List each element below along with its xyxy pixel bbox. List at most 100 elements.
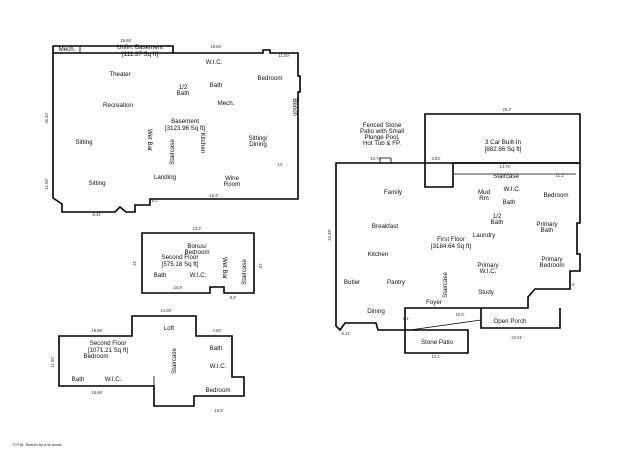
dimension-label: 8.1' [403,316,410,321]
floor-area-second: [1071.21 Sq ft] [88,347,129,354]
room-primary-wic-2: W.I.C. [480,268,497,275]
second-floor-plan: 14.09' 18.66' 7.65' 15.6' 18.66' 11.00' … [50,308,245,413]
dimension-label: 19' [258,263,263,269]
room-mech-top: Mech. [59,46,76,53]
floor-area-basement: [3123.96 Sq ft] [165,125,206,132]
room-stone-patio: Stone Patio [421,339,454,346]
room-bedroom-left: Bedroom [83,353,108,360]
label-wet-bar: Wet Bar [146,129,153,151]
basement-plan: 25.66' 18.66' 11.00' 36.34' 14' 8.41' 8.… [44,38,301,217]
room-recreation: Recreation [103,102,133,109]
note-patio-2: Patio with Small [360,128,404,135]
bonus-plan: 24.2' 24.8' 8.3' 21' 19' Bonus/ Bedroom … [132,226,263,300]
dimension-label: 22.61' [511,335,522,340]
floor-title-bonus: Second Floor [162,254,199,261]
room-landing: Landing [154,174,177,181]
dimension-label: 24.2' [193,226,202,231]
dimension-label: 15.6' [215,408,224,413]
room-wic-left: W.I.C. [105,376,122,383]
room-primary-bath-2: Bath [541,227,554,234]
dimension-label: 7.65' [213,328,222,333]
room-half-bath-label: Bath [177,90,190,97]
dimension-label: 8.41' [342,331,351,336]
room-garage: 3 Car Built-In [485,139,522,146]
room-bedroom: Bedroom [543,192,568,199]
room-dining: Dining [367,308,385,315]
room-primary-bath: Primary [536,221,558,228]
room-sitting-dining-2: Dining [249,141,267,148]
label-staircase: Staircase [241,259,248,285]
label-bench: Bench [291,98,298,116]
room-sitting-dining: Sitting/ [249,135,268,142]
room-bath-left: Bath [72,376,85,383]
dimension-label: 11.00' [279,53,290,58]
room-staircase-top: Staircase [493,173,519,180]
area-garage: [882.86 Sq ft] [485,146,522,153]
dimension-label: 8.1' [152,198,159,203]
room-mud-2: Rm [479,195,489,202]
dimension-label: 11.00' [50,356,55,367]
dimension-label: 11.1' [556,173,565,178]
floor-title-first: First Floor [437,236,465,243]
label-staircase: Staircase [169,139,176,165]
room-wine: Wine [225,175,240,182]
room-bedroom-right: Bedroom [205,387,230,394]
area-unfin-basement: [111.37 Sq ft] [122,51,158,58]
room-half-bath: 1/2 [179,84,188,91]
room-family: Family [384,189,403,196]
room-half-bath-label: Bath [491,219,504,226]
dimension-label: 13' [569,282,575,287]
dimension-label: 18.66' [91,390,102,395]
label-staircase: Staircase [442,272,449,298]
dimension-label: 12.1' [432,354,441,359]
room-theater: Theater [109,71,130,78]
room-wic: W.I.C. [206,59,223,66]
room-open-porch: Open Porch [493,318,527,325]
dimension-label: 18.66' [210,44,221,49]
first-floor-plan: 25.2' 14.74' 5.83' 14.76' 11.1' 34.39' 8… [327,107,581,359]
dimension-label: 34.39' [327,229,332,240]
note-patio-3: Plunge Pool, [364,134,399,141]
dimension-label: 14.76' [499,164,510,169]
room-mud: Mud [478,189,491,196]
room-wic-right: W.I.C. [210,363,227,370]
floor-title-second: Second Floor [90,340,127,347]
room-bath: Bath [503,199,516,206]
room-kitchen: Kitchen [199,133,206,154]
room-breakfast: Breakfast [372,223,398,230]
dimension-label: 14' [277,162,283,167]
floor-area-first: [3184.64 Sq ft] [431,243,472,250]
room-bath-top: Bath [210,345,223,352]
dimension-label: 18.66' [91,328,102,333]
note-patio-1: Fenced Stone [363,122,402,129]
room-bath: Bath [154,272,167,279]
room-mech: Mech. [218,100,235,107]
dimension-label: 15.6' [456,312,465,317]
room-wine-2: Room [224,181,241,188]
room-bonus-2: Bedroom [184,249,209,256]
dimension-label: 15.9' [210,193,219,198]
room-butler: Butler [344,279,360,286]
dimension-label: 8.3' [230,295,237,300]
room-wic: W.I.C. [190,272,207,279]
dimension-label: 36.34' [44,112,49,123]
room-primary-wic: Primary [477,262,499,269]
room-half-bath: 1/2 [493,213,502,220]
floor-title-basement: Basement [171,118,199,125]
dimension-label: 14.09' [160,308,171,313]
dimension-label: 25.66' [120,38,131,43]
room-primary-bedroom: Primary [541,256,563,263]
room-foyer: Foyer [426,299,442,306]
dimension-label: 5.83' [432,156,441,161]
dimension-label: 24.8' [174,285,183,290]
room-study: Study [478,289,495,296]
floor-area-bonus: [575.18 Sq ft] [162,261,199,268]
note-patio-4: Hot Tub & FP. [363,140,401,147]
room-wic: W.I.C. [504,186,521,193]
room-bath: Bath [210,82,223,89]
dimension-label: 25.2' [503,107,512,112]
room-kitchen: Kitchen [368,251,389,258]
room-pantry: Pantry [387,279,406,286]
room-unfin-basement: Unfin. Basement [117,44,163,51]
